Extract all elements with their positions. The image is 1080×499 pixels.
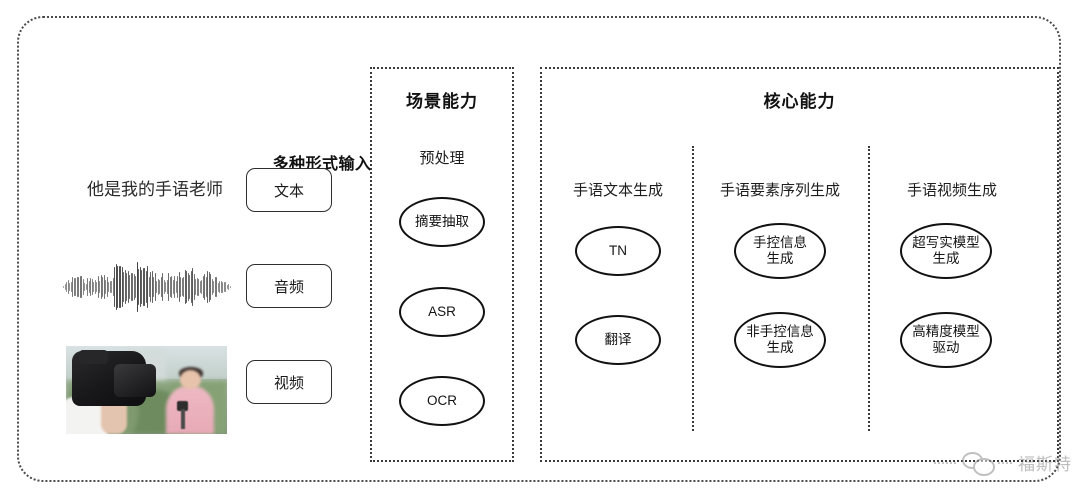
core-node-hyperrealistic-line1: 超写实模型 <box>912 235 980 251</box>
core-node-manual-info-line2: 生成 <box>766 251 794 266</box>
input-chip-audio[interactable]: 音频 <box>246 264 332 308</box>
core-capability-section: 核心能力 手语文本生成 TN 翻译 手语要素序列生成 手控信息 生成 非手控信息… <box>540 67 1059 462</box>
core-node-tn[interactable]: TN <box>575 226 661 276</box>
core-node-manual-info-line1: 手控信息 <box>753 235 807 251</box>
thumbnail-microphone-stick <box>181 409 185 429</box>
core-node-tn-label: TN <box>609 243 627 259</box>
core-column-title-sign-video-generation: 手语视频生成 <box>906 182 997 199</box>
core-node-non-manual-info-line1: 非手控信息 <box>746 324 814 340</box>
core-column-divider-1 <box>692 146 694 431</box>
thumbnail-microphone <box>177 400 189 412</box>
scene-capability-section: 场景能力 预处理 摘要抽取 ASR OCR <box>370 67 514 462</box>
thumbnail-reporter-head <box>180 369 202 390</box>
core-node-non-manual-info-generation[interactable]: 非手控信息 生成 <box>734 312 826 368</box>
scene-section-subtitle: 预处理 <box>419 150 465 167</box>
input-chip-text[interactable]: 文本 <box>246 168 332 212</box>
core-column-title-sign-text-generation: 手语文本生成 <box>572 182 663 199</box>
watermark-dots-left <box>934 461 956 464</box>
core-column-divider-2 <box>868 146 870 431</box>
input-panel: 多种形式输入 他是我的手语老师 文本 音频 视频 <box>49 48 371 478</box>
core-node-high-precision-line1: 高精度模型 <box>912 324 980 340</box>
core-node-translation[interactable]: 翻译 <box>575 315 661 365</box>
thumbnail-camera-lens <box>114 363 157 398</box>
scene-node-ocr[interactable]: OCR <box>399 376 485 426</box>
scene-node-asr[interactable]: ASR <box>399 287 485 337</box>
core-node-translation-label: 翻译 <box>604 332 632 348</box>
core-node-manual-info-generation[interactable]: 手控信息 生成 <box>734 223 826 279</box>
thumbnail-reporter-body <box>165 384 215 434</box>
core-node-hyperrealistic-line2: 生成 <box>932 251 960 266</box>
wechat-bubble-front <box>973 457 995 476</box>
core-node-hyperrealistic-model-generation[interactable]: 超写实模型 生成 <box>900 223 992 279</box>
core-column-title-sign-element-sequence-generation: 手语要素序列生成 <box>719 182 840 199</box>
audio-waveform-icon <box>63 256 231 318</box>
scene-node-summary-extraction[interactable]: 摘要抽取 <box>399 197 485 247</box>
thumbnail-camera-hood <box>78 349 108 364</box>
input-sample-text: 他是我的手语老师 <box>87 180 223 199</box>
watermark: 福斯特 <box>934 450 1072 476</box>
scene-section-title: 场景能力 <box>406 92 478 111</box>
diagram-outer-frame: 多种形式输入 他是我的手语老师 文本 音频 视频 场景能力 预处理 <box>17 16 1071 482</box>
core-node-high-precision-model-driving[interactable]: 高精度模型 驱动 <box>900 312 992 368</box>
core-node-high-precision-line2: 驱动 <box>932 340 960 355</box>
video-thumbnail-image <box>66 346 227 434</box>
wechat-bubbles-icon <box>962 451 995 476</box>
core-node-non-manual-info-line2: 生成 <box>766 340 794 355</box>
core-section-title: 核心能力 <box>763 92 836 111</box>
input-chip-video[interactable]: 视频 <box>246 360 332 404</box>
watermark-dots-mid <box>998 461 1012 464</box>
watermark-label: 福斯特 <box>1018 455 1072 474</box>
